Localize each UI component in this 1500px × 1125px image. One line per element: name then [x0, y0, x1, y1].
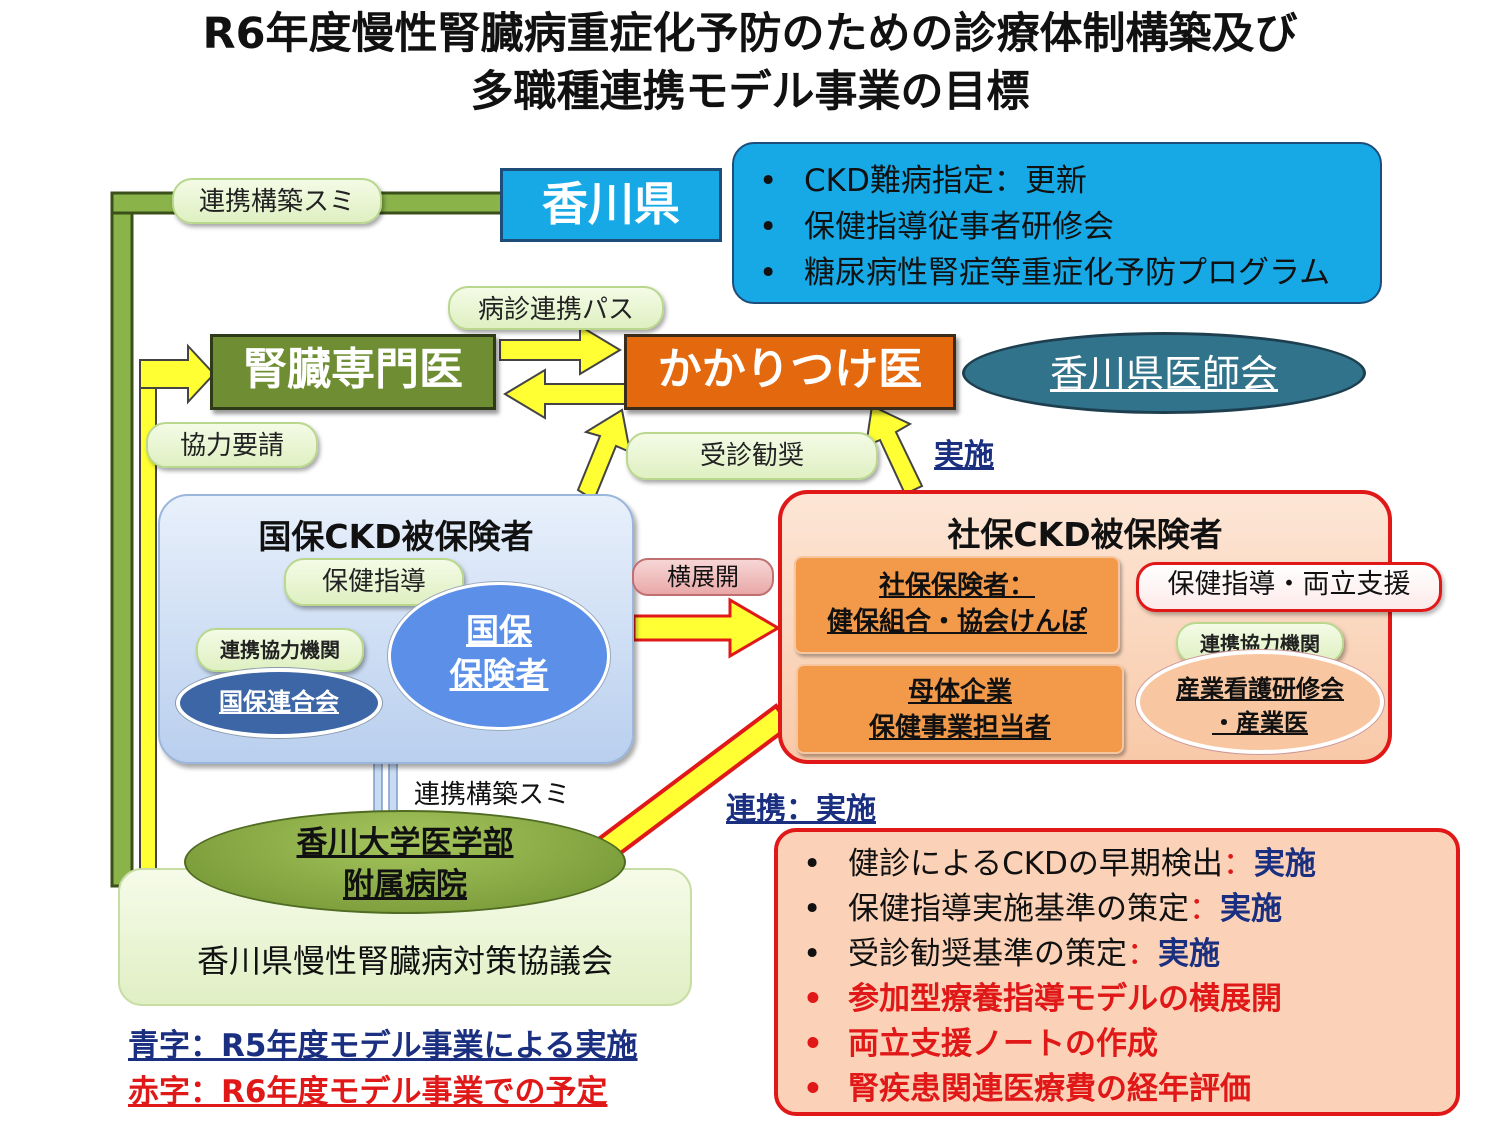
- university-line1: 香川大学医学部: [296, 825, 514, 861]
- arrow-kokuho-to-gp: [576, 408, 632, 502]
- arrow-specialist-to-gp: [499, 324, 622, 376]
- prefecture-task-item: 保健指導従事者研修会: [759, 204, 1380, 250]
- kokuho-insurer-line1: 国保: [466, 611, 532, 650]
- goal-status: 実施: [1220, 891, 1282, 927]
- goal-status: 実施: [1158, 936, 1220, 972]
- arrow-horizontal-expansion: [632, 597, 781, 659]
- prefecture-task-item: 糖尿病性腎症等重症化予防プログラム: [759, 250, 1380, 296]
- legend-blue: 青字：R5年度モデル事業による実施: [128, 1028, 638, 1064]
- university-hospital: 香川大学医学部 附属病院: [184, 810, 626, 914]
- shaho-title: 社保CKD被保険者: [947, 515, 1223, 554]
- cooperation-request-label: 協力要請: [146, 422, 318, 468]
- green-link-vertical: [110, 194, 134, 888]
- goal-item: 参加型療養指導モデルの横展開: [803, 977, 1456, 1022]
- kokuho-title: 国保CKD被保険者: [258, 517, 534, 556]
- kokuho-federation: 国保連合会: [176, 668, 382, 738]
- goal-sep: ：: [1222, 846, 1254, 882]
- goal-text: 保健指導実施基準の策定: [848, 891, 1189, 927]
- goal-text: 参加型療養指導モデルの横展開: [848, 981, 1282, 1017]
- council-panel: 香川県慢性腎臓病対策協議会: [118, 868, 692, 1006]
- goal-text: 健診によるCKDの早期検出: [848, 846, 1223, 882]
- page-title-line1: R6年度慢性腎臓病重症化予防のための診療体制構築及び: [202, 9, 1298, 59]
- shaho-insurer: 社保保険者： 健保組合・協会けんぽ: [794, 556, 1120, 654]
- arrow-to-specialist: [139, 343, 216, 405]
- arrow-gp-to-specialist: [503, 368, 626, 420]
- arrow-shaho-to-gp: [864, 404, 924, 496]
- kokuho-insurer: 国保 保険者: [388, 582, 610, 730]
- consult-recommend-label: 受診勧奨: [626, 432, 878, 480]
- goal-status: 実施: [1253, 846, 1316, 882]
- path-label: 病診連携パス: [448, 286, 664, 330]
- goal-item: 受診勧奨基準の策定：実施: [803, 932, 1456, 977]
- goal-sep: ：: [1127, 936, 1158, 972]
- horizontal-expansion-label: 横展開: [632, 558, 774, 596]
- goal-item: 保健指導実施基準の策定：実施: [803, 887, 1456, 932]
- shaho-nurse-line2: ・産業医: [1212, 709, 1308, 737]
- implemented-label: 実施: [934, 438, 994, 473]
- shaho-company: 母体企業 保健事業担当者: [796, 664, 1124, 754]
- goals-panel: 健診によるCKDの早期検出：実施 保健指導実施基準の策定：実施 受診勧奨基準の策…: [774, 828, 1460, 1116]
- specialist-box: 腎臓専門医: [210, 334, 496, 410]
- page-title-line2: 多職種連携モデル事業の目標: [470, 67, 1030, 117]
- goal-sep: ：: [1189, 891, 1220, 927]
- shaho-company-line1: 母体企業: [907, 677, 1012, 707]
- council-name: 香川県慢性腎臓病対策協議会: [196, 942, 613, 980]
- gp-box: かかりつけ医: [624, 334, 956, 410]
- shaho-nurse-line1: 産業看護研修会: [1176, 675, 1344, 703]
- shaho-insurer-line1: 社保保険者：: [878, 571, 1035, 601]
- medical-association: 香川県医師会: [962, 332, 1366, 414]
- goal-item: 両立支援ノートの作成: [803, 1022, 1456, 1067]
- university-link-label: 連携構築スミ: [414, 780, 571, 810]
- shaho-company-line2: 保健事業担当者: [868, 713, 1051, 743]
- prefecture-task-panel: CKD難病指定：更新 保健指導従事者研修会 糖尿病性腎症等重症化予防プログラム: [732, 142, 1382, 304]
- prefecture-link-label: 連携構築スミ: [172, 178, 382, 224]
- goal-text: 腎疾患関連医療費の経年評価: [848, 1071, 1251, 1107]
- goal-text: 受診勧奨基準の策定: [848, 936, 1127, 972]
- prefecture-box: 香川県: [500, 168, 722, 242]
- goal-text: 両立支援ノートの作成: [848, 1026, 1158, 1062]
- shaho-nurse: 産業看護研修会 ・産業医: [1136, 650, 1384, 754]
- goal-item: 腎疾患関連医療費の経年評価: [803, 1067, 1456, 1112]
- legend-red: 赤字：R6年度モデル事業での予定: [128, 1074, 608, 1110]
- university-line2: 附属病院: [343, 867, 467, 903]
- prefecture-task-item: CKD難病指定：更新: [759, 158, 1380, 204]
- kokuho-partner-label: 連携協力機関: [196, 628, 364, 672]
- shaho-insurer-line2: 健保組合・協会けんぽ: [826, 607, 1087, 637]
- kokuho-health-guidance: 保健指導: [284, 558, 464, 606]
- cooperation-implemented-label: 連携：実施: [726, 792, 876, 827]
- kokuho-insurer-line2: 保険者: [449, 655, 549, 694]
- shaho-support: 保健指導・両立支援: [1136, 562, 1442, 612]
- goal-item: 健診によるCKDの早期検出：実施: [803, 842, 1456, 887]
